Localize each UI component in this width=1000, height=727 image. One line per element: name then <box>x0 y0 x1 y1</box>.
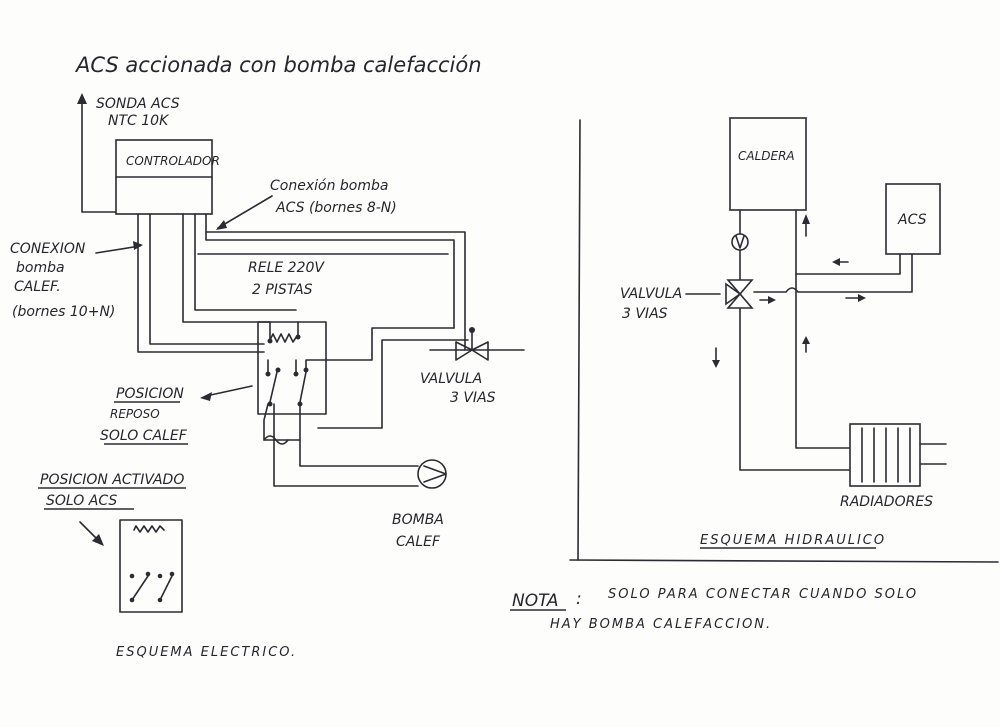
pump-symbol <box>423 465 447 483</box>
reposo-label-3: SOLO CALEF <box>100 428 188 444</box>
sonda-label-1: SONDA ACS <box>96 96 180 112</box>
wire-relay-coil-1 <box>182 213 271 323</box>
note-label: NOTA <box>512 591 559 611</box>
valvula-label-1: VALVULA <box>420 371 482 387</box>
sonda-label-2: NTC 10K <box>108 113 170 129</box>
flow-arrowhead-right <box>858 294 866 302</box>
bomba-label-2: CALEF <box>396 534 441 550</box>
radiator-fins <box>861 427 911 483</box>
conexion-acs-label-1: Conexión bomba <box>270 178 388 194</box>
wire-pump-2 <box>273 403 419 487</box>
reposo-arrow-icon <box>200 392 212 401</box>
note-colon: : <box>576 589 582 609</box>
activado-arrow-icon <box>92 534 104 546</box>
radiadores-label: RADIADORES <box>840 494 933 510</box>
hyd-valvula-label-2: 3 VIAS <box>622 306 668 322</box>
note-line-1: SOLO PARA CONECTAR CUANDO SOLO <box>608 587 918 602</box>
radiator-pipes <box>919 443 947 465</box>
wire-calef-1 <box>137 213 265 353</box>
hyd-valvula-label-1: VALVULA <box>620 286 682 302</box>
page-title: ACS accionada con bomba calefacción <box>74 53 482 77</box>
rele-label-2: 2 PISTAS <box>252 282 313 298</box>
relay-activated-box <box>119 519 183 613</box>
reposo-pointer <box>205 385 253 397</box>
note-line-2: HAY BOMBA CALEFACCION. <box>550 617 772 632</box>
hydraulic-valve-icon <box>725 279 754 309</box>
flow-arrowhead-valve <box>768 296 776 304</box>
activado-label-2: SOLO ACS <box>46 493 117 509</box>
hydraulic-caption: ESQUEMA HIDRAULICO <box>700 533 886 548</box>
conexion-calef-label-1: CONEXION <box>10 241 86 257</box>
sensor-arrow-icon <box>77 93 87 104</box>
flow-arrowhead-left <box>832 258 840 266</box>
conexion-calef-label-2: bomba <box>16 260 65 276</box>
wire-valve-feed-2 <box>317 339 469 429</box>
bomba-label-1: BOMBA <box>392 512 444 528</box>
electrical-caption: ESQUEMA ELECTRICO. <box>116 645 297 660</box>
flow-arrowhead-down <box>712 360 720 368</box>
conexion-acs-label-2: ACS (bornes 8-N) <box>275 200 397 216</box>
electrical-schematic: SONDA ACS NTC 10K CONTROLADOR Conexión b… <box>10 93 525 660</box>
flow-arrowhead-up2 <box>802 336 810 344</box>
vertical-divider <box>577 119 581 561</box>
pipe-supply <box>795 209 851 449</box>
valvula-label-2: 3 VIAS <box>450 390 496 406</box>
pipe-from-acs <box>795 253 901 275</box>
pipe-return <box>739 307 851 471</box>
flow-arrowhead-up <box>802 214 810 224</box>
three-way-valve-icon <box>429 327 525 361</box>
relay-contacts <box>265 359 309 407</box>
conexion-calef-label-3: CALEF. <box>14 279 61 295</box>
conexion-calef-arrow-icon <box>133 241 143 250</box>
relay-coil-icon <box>269 333 298 343</box>
reposo-label-2: REPOSO <box>110 407 160 421</box>
hydraulic-schematic: CALDERA ACS VALVULA 3 VIAS <box>620 117 947 549</box>
hydraulic-pump-symbol <box>735 235 745 249</box>
caldera-box <box>729 117 807 211</box>
sensor-wire <box>81 99 121 213</box>
conexion-calef-pointer <box>95 245 141 254</box>
note: NOTA : SOLO PARA CONECTAR CUANDO SOLO HA… <box>510 587 918 632</box>
wire-acs-2 <box>205 231 466 351</box>
activado-label-1: POSICION ACTIVADO <box>40 472 184 488</box>
relay-activated-contacts <box>129 571 175 603</box>
rele-label-1: RELE 220V <box>248 260 325 276</box>
conexion-acs-arrow-icon <box>216 220 227 230</box>
wire-pump-1 <box>263 403 419 467</box>
pump-icon <box>417 459 447 489</box>
wire-relay-coil-2 <box>194 213 297 311</box>
acs-box <box>885 183 941 255</box>
controller-label: CONTROLADOR <box>126 154 220 168</box>
horizontal-divider <box>569 559 999 563</box>
conexion-acs-pointer <box>217 195 273 229</box>
reposo-label-1: POSICION <box>116 386 184 402</box>
pipe-to-acs <box>753 253 913 293</box>
wire-acs-1 <box>205 213 455 329</box>
conexion-calef-label-4: (bornes 10+N) <box>12 304 115 320</box>
relay-box <box>257 321 327 415</box>
relay-activated-coil-icon <box>133 525 165 533</box>
wire-calef-2 <box>149 213 265 345</box>
caldera-label: CALDERA <box>738 149 795 163</box>
wire-valve-feed <box>305 327 455 371</box>
wire-crossing-hop <box>263 435 289 445</box>
acs-label: ACS <box>897 212 927 228</box>
